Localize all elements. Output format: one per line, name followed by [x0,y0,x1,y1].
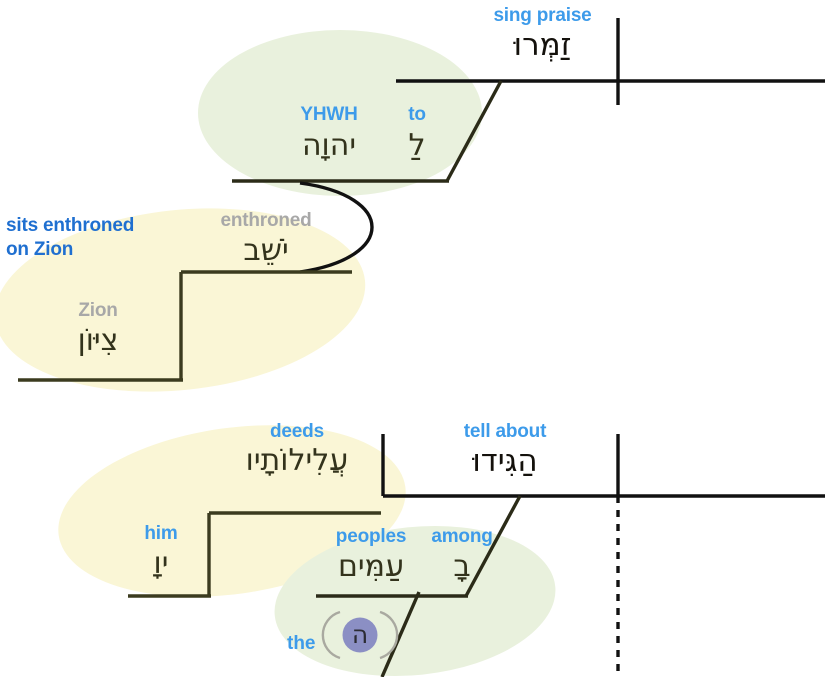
hebrew-zion: צִיּוֹן [77,323,119,358]
gloss-to: to [408,104,426,125]
hebrew-sing-praise: זַמְּרוּ [513,27,572,63]
node-verb-sing-praise[interactable]: sing praise זַמְּרוּ [430,6,655,61]
pp-stem-lower [464,495,522,597]
hebrew-yhwh: יהוָה [301,128,357,163]
gloss-him: him [144,523,178,544]
article-ring-outer-left [321,610,341,660]
article-ring-outer-right [379,610,399,660]
node-preposition-among[interactable]: among בָ [424,527,500,582]
gloss-article-the: the [287,633,316,654]
node-complement-zion[interactable]: Zion צִיּוֹן [24,301,172,356]
hebrew-among: בָ [453,549,471,584]
hebrew-deeds: עֲלִילוֹתָיו [245,443,349,478]
gloss-sing-praise: sing praise [493,5,592,26]
article-stem-the [380,591,421,677]
gloss-zion: Zion [78,300,118,321]
node-object-deeds[interactable]: deeds עֲלִילוֹתָיו [215,422,379,476]
highlight-ellipse-deeds-phrase [58,425,406,597]
hebrew-him: יוָ [153,546,169,581]
node-object-peoples[interactable]: peoples עַמִּים [312,527,430,582]
article-disc [342,617,378,653]
hebrew-to: לַ [408,128,426,163]
gloss-yhwh: YHWH [300,104,358,125]
apposition-bracket [299,181,374,274]
gloss-phrase-sits-enthroned-on-zion: sits enthroned on Zion [6,214,196,262]
highlight-ellipse-to-yhwh [198,30,482,196]
gloss-deeds: deeds [270,421,324,442]
pp-stem-upper [445,80,503,182]
gloss-phrase-line-2: on Zion [6,238,74,260]
hebrew-tell-about: הַגִּידוּ [472,443,538,479]
node-verb-tell-about[interactable]: tell about הַגִּידוּ [410,422,600,477]
node-object-yhwh[interactable]: YHWH יהוָה [248,105,410,161]
node-participle-enthroned[interactable]: enthroned יֹשֵׁב [186,211,346,266]
node-suffix-him[interactable]: him יוָ [118,524,204,579]
gloss-tell-about: tell about [463,421,547,442]
article-marker-group [321,610,399,660]
gloss-phrase-line-1: sits enthroned [6,215,135,236]
gloss-peoples: peoples [335,526,407,547]
hebrew-article-he: ה [351,620,369,649]
node-preposition-to[interactable]: to לַ [371,105,463,161]
hebrew-enthroned: יֹשֵׁב [243,233,289,268]
hebrew-peoples: עַמִּים [337,549,405,584]
gloss-among: among [431,526,493,547]
gloss-enthroned: enthroned [220,210,312,231]
